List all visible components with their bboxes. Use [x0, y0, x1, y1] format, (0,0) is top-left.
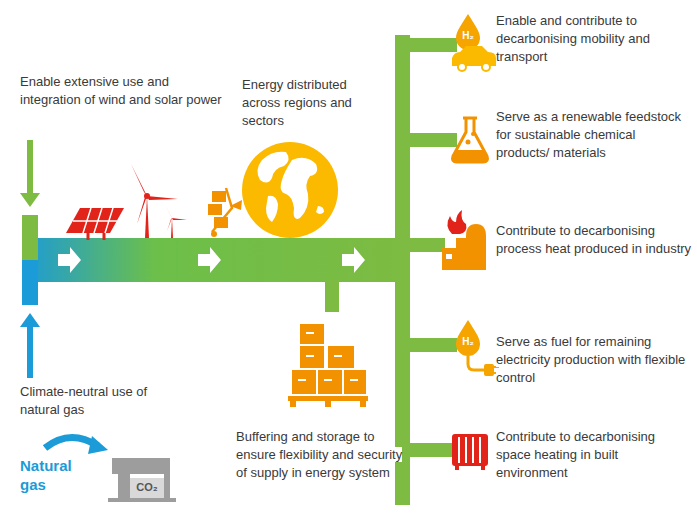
caption-text: Contribute to decarbonising process heat…	[496, 222, 692, 258]
icon-text: H₂	[456, 30, 480, 42]
caption-text: Enable extensive use and integration of …	[20, 73, 232, 109]
caption-text: Buffering and storage to ensure flexibil…	[236, 428, 408, 482]
caption-text: Serve as fuel for remaining electricity …	[496, 333, 692, 387]
caption-text: Enable and contribute to decarbonising m…	[496, 12, 692, 66]
source-label: Natural gas	[20, 456, 90, 494]
caption-text: Climate-neutral use of natural gas	[20, 383, 180, 419]
caption-text: Serve as a renewable feedstock for susta…	[496, 108, 692, 162]
caption-text: Contribute to decarbonising space heatin…	[496, 428, 692, 482]
icon-text: H₂	[456, 336, 480, 348]
caption-text: Energy distributed across regions and se…	[242, 76, 384, 130]
icon-text: CO₂	[130, 480, 164, 494]
